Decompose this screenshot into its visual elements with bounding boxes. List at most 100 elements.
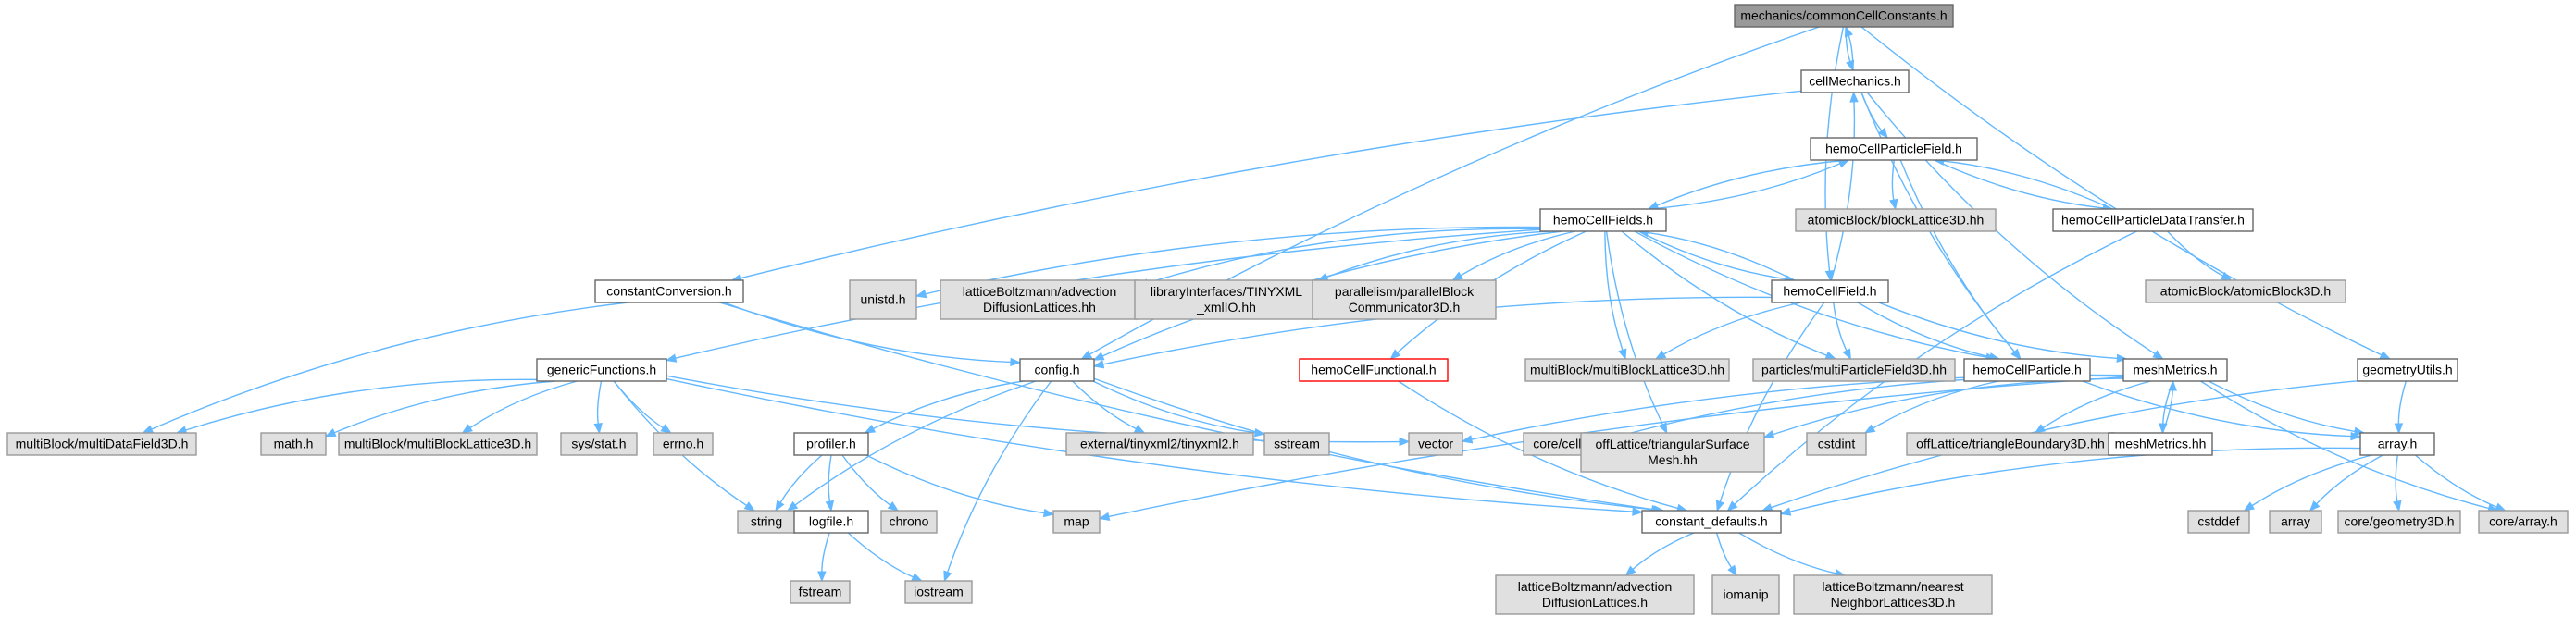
edge-line (2395, 454, 2398, 502)
node-label: hemoCellParticleDataTransfer.h (2061, 213, 2245, 228)
edge-line (1860, 26, 2383, 356)
node-box (1810, 137, 1978, 161)
node-lbAdvection1: latticeBoltzmann/advectionDiffusionLatti… (940, 279, 1139, 320)
node-parallelBlock: parallelism/parallelBlockCommunicator3D.… (1312, 279, 1497, 320)
node-constantConversion[interactable]: constantConversion.h (594, 279, 744, 303)
edge-line (1899, 159, 2015, 352)
edge-arrowhead (2010, 348, 2022, 361)
node-arrayh[interactable]: array.h (2359, 432, 2435, 456)
node-label: genericFunctions.h (547, 363, 656, 377)
node-box (338, 432, 538, 456)
edge-line (828, 454, 832, 502)
edge-genericFunctions-to-mbLattice3Dh (461, 380, 578, 434)
node-box (1906, 432, 2115, 456)
edge-line (2200, 380, 2489, 510)
node-label: hemoCellFunctional.h (1311, 363, 1436, 377)
edge-profiler-to-logfile (825, 454, 835, 512)
edge-line (1460, 230, 1576, 277)
node-box (2478, 510, 2569, 534)
node-constDefaults[interactable]: constant_defaults.h (1641, 510, 1782, 534)
edge-hemoCellParticleField-to-blockLattice3D (1889, 159, 1898, 211)
edge-line (794, 380, 1037, 506)
edge-line (1647, 231, 1796, 281)
edge-line (2397, 380, 2408, 425)
edge-hemoCellParticleField-to-hcpDataTransfer (1934, 159, 2114, 213)
edge-hemoCellParticle-to-arrayh (2082, 380, 2362, 441)
node-cstdint: cstdint (1806, 432, 1867, 456)
node-box (904, 580, 973, 604)
node-hemoCellFields[interactable]: hemoCellFields.h (1539, 208, 1667, 232)
node-tinyxml: libraryInterfaces/TINYXML_xmlIO.hh (1134, 279, 1319, 320)
edge-arrowhead (1042, 508, 1055, 518)
edge-arrayh-to-coreArray (2414, 454, 2507, 512)
node-label: fstream (799, 585, 842, 599)
node-box (560, 432, 638, 456)
node-logfile[interactable]: logfile.h (793, 510, 869, 534)
edge-genericFunctions-to-sysstat (593, 380, 603, 435)
node-geometryUtils[interactable]: geometryUtils.h (2357, 358, 2458, 382)
node-box (6, 432, 197, 456)
node-label: meshMetrics.hh (2115, 437, 2207, 451)
edge-line (1632, 532, 1695, 570)
node-config[interactable]: config.h (1019, 358, 1095, 382)
edge-hemoCellFields-to-triSurfMesh (1605, 230, 1668, 435)
edge-hemoCellField-to-multiParticleField (1832, 302, 1851, 361)
edge-arrowhead (1779, 507, 1792, 516)
node-hemoCellFunctional[interactable]: hemoCellFunctional.h (1299, 358, 1449, 382)
edge-meshMetrics-to-triBoundary (2034, 380, 2151, 434)
node-box (1019, 358, 1095, 382)
node-label: hemoCellFields.h (1553, 213, 1653, 228)
edge-line (1943, 160, 2113, 210)
edge-line (2251, 454, 2372, 507)
edge-line (2167, 230, 2223, 277)
edge-hemoCellField-to-cellMechanics (1830, 91, 1859, 281)
edge-line (666, 377, 1634, 512)
edge-hcpDataTransfer-to-constDefaults (1726, 230, 2137, 512)
node-profiler[interactable]: profiler.h (793, 432, 869, 456)
edge-meshMetricsHH-to-meshMetrics (2161, 379, 2177, 434)
node-box (1263, 432, 1330, 456)
edge-genericFunctions-to-math (324, 380, 556, 438)
node-label: atomicBlock/blockLattice3D.hh (1808, 213, 1985, 228)
edge-line (1605, 230, 1664, 426)
node-label: cellMechanics.h (1809, 74, 1901, 89)
node-blockLattice3D: atomicBlock/blockLattice3D.hh (1795, 208, 1997, 232)
edge-arrowhead (1133, 425, 1146, 434)
edge-arrowhead (1837, 159, 1850, 168)
edge-arrowhead (786, 500, 799, 512)
edge-arrowhead (2034, 424, 2047, 434)
node-lbNearest: latticeBoltzmann/nearestNeighborLattices… (1793, 574, 1993, 615)
node-coreArray: core/array.h (2478, 510, 2569, 534)
edge-hemoCellFields-to-hemoCellParticleField (1648, 159, 1850, 210)
node-box (2187, 510, 2250, 534)
edge-hemoCellFields-to-hemoCellField (1637, 230, 1797, 284)
edge-line (847, 532, 914, 578)
edge-line (613, 380, 664, 429)
node-hcpDataTransfer[interactable]: hemoCellParticleDataTransfer.h (2052, 208, 2254, 232)
edge-constDefaults-to-iomanip (1715, 532, 1737, 577)
node-label: constantConversion.h (606, 284, 731, 299)
node-label: libraryInterfaces/TINYXML (1151, 284, 1302, 299)
edge-arrowhead (1010, 357, 1022, 367)
node-meshMetricsHH[interactable]: meshMetrics.hh (2108, 432, 2213, 456)
node-label: hemoCellField.h (1783, 284, 1876, 299)
node-array: array (2269, 510, 2322, 534)
edge-line (1663, 302, 1802, 355)
node-box (1752, 358, 1956, 382)
node-box (2357, 358, 2458, 382)
node-meshMetrics[interactable]: meshMetrics.h (2122, 358, 2228, 382)
edge-arrowhead (1824, 351, 1837, 360)
node-root[interactable]: mechanics/commonCellConstants.h (1734, 4, 1954, 28)
node-sstream: sstream (1263, 432, 1330, 456)
node-box (880, 510, 938, 534)
node-hemoCellParticleField[interactable]: hemoCellParticleField.h (1810, 137, 1978, 161)
node-genericFunctions[interactable]: genericFunctions.h (536, 358, 667, 382)
node-box (790, 580, 851, 604)
node-hemoCellField[interactable]: hemoCellField.h (1771, 279, 1889, 303)
node-hemoCellParticle[interactable]: hemoCellParticle.h (1963, 358, 2091, 382)
node-cellMechanics[interactable]: cellMechanics.h (1800, 69, 1910, 93)
edge-hemoCellField-to-constDefaults (1715, 302, 1825, 512)
edge-line (185, 378, 538, 431)
